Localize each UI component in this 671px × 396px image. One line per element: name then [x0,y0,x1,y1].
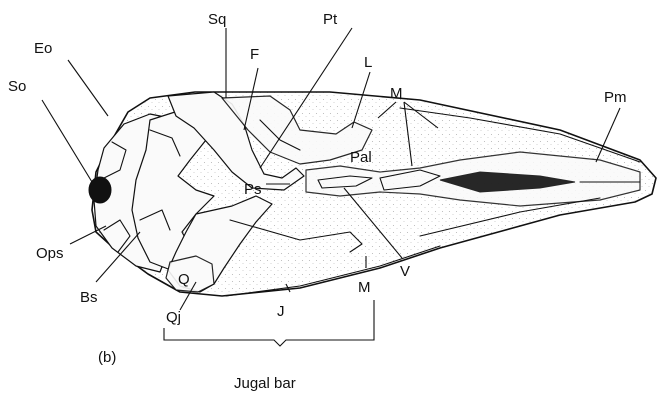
label-v: V [400,263,410,280]
label-ops: Ops [36,245,64,262]
label-pt: Pt [323,11,338,28]
label-ps: Ps [244,181,262,198]
foramen-magnum [89,177,111,203]
label-m-bottom: M [358,279,371,296]
jugal-bar-bracket [164,300,374,346]
label-eo: Eo [34,40,52,57]
label-pm: Pm [604,89,627,106]
quadrate [166,256,214,292]
label-so: So [8,78,26,95]
label-q: Q [178,271,190,288]
label-l: L [364,54,372,71]
label-sq: Sq [208,11,226,28]
panel-label: (b) [98,349,116,366]
label-pal: Pal [350,149,372,166]
label-qj: Qj [166,309,181,326]
label-bs: Bs [80,289,98,306]
jugal-bar-label: Jugal bar [234,375,296,392]
label-m-top: M [390,85,403,102]
label-f: F [250,46,259,63]
label-j: J [277,303,285,320]
